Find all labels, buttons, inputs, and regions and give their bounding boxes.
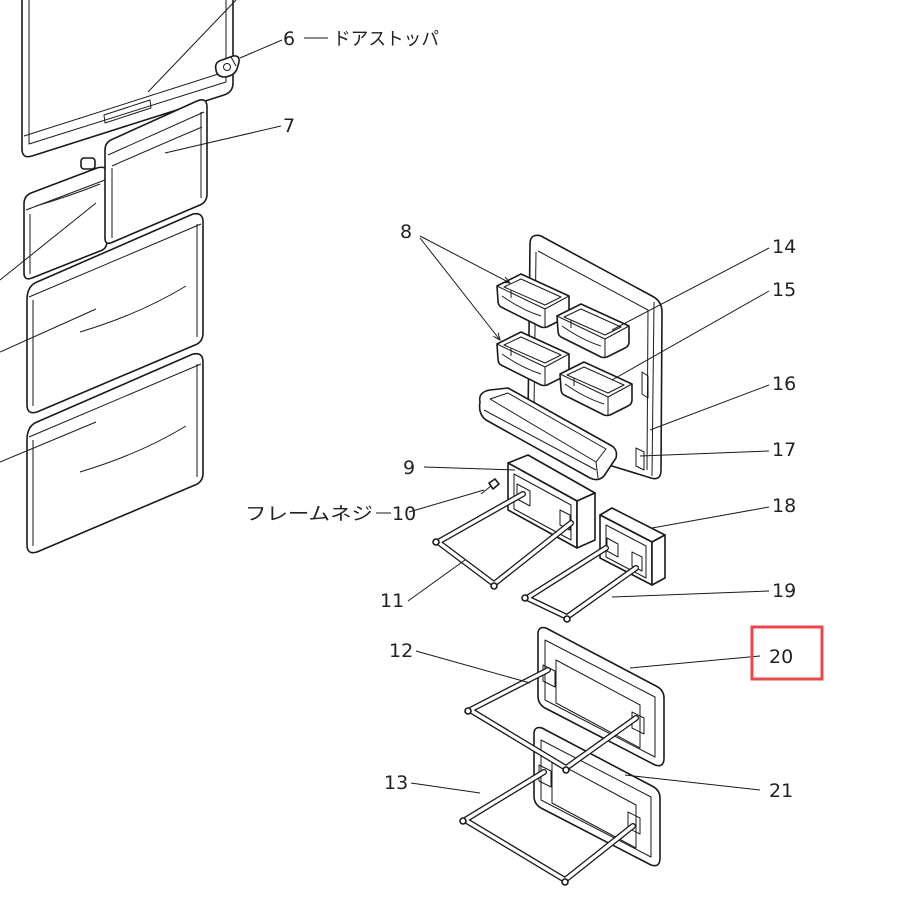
leader-lines <box>164 37 770 794</box>
leader-9 <box>423 466 516 471</box>
leader-12 <box>415 650 531 684</box>
part-12-rail-drawing <box>464 667 639 774</box>
callout-number-15: 15 <box>772 279 796 301</box>
part-7-drawing <box>104 99 208 245</box>
callout-labels: 6 ドアストッパ 7 8 9 フレームネジ 10 11 12 13 14 15 … <box>245 28 796 802</box>
leader-7 <box>164 125 282 154</box>
callout-number-6: 6 <box>283 28 295 50</box>
leader-8b <box>419 237 500 340</box>
part-20-drawing <box>537 626 665 767</box>
part-top-door-drawing <box>21 0 234 158</box>
callout-number-12: 12 <box>389 640 413 662</box>
leader-line-offscreen-left-3 <box>0 421 97 463</box>
part-drawer-lower-drawing <box>26 352 204 554</box>
callout-number-10: 10 <box>392 503 416 525</box>
callout-number-16: 16 <box>772 373 796 395</box>
part-11-rail-drawing <box>432 491 574 590</box>
part-bottle-pocket-drawing <box>478 387 618 481</box>
leader-line-offscreen-left-1 <box>0 202 97 281</box>
leader-19 <box>611 590 770 598</box>
callout-number-9: 9 <box>403 457 415 479</box>
leader-8a <box>419 235 510 283</box>
callout-number-8: 8 <box>400 221 412 243</box>
callout-number-20: 20 <box>769 646 793 668</box>
leader-18 <box>651 506 770 529</box>
part-13-rail-drawing <box>459 769 636 886</box>
leader-16 <box>649 384 770 431</box>
leader-15 <box>611 290 770 381</box>
callout-number-18: 18 <box>772 495 796 517</box>
callout-number-11: 11 <box>380 590 404 612</box>
leader-10 <box>408 489 485 513</box>
part-drawer-upper-drawing <box>26 212 204 414</box>
leader-line-offscreen-left-2 <box>0 308 97 353</box>
callout-name-door-stopper: ドアストッパ <box>333 29 439 50</box>
leader-20 <box>629 655 761 669</box>
leader-21 <box>624 774 761 791</box>
leader-14 <box>611 247 770 331</box>
callout-number-21: 21 <box>769 780 793 802</box>
callout-number-17: 17 <box>772 439 796 461</box>
callout-number-7: 7 <box>283 115 295 137</box>
callout-number-14: 14 <box>772 236 796 258</box>
callout-number-19: 19 <box>772 580 796 602</box>
leader-13 <box>410 782 481 794</box>
highlight-box-callout-20 <box>750 625 824 681</box>
part-10-screw-drawing <box>480 478 500 495</box>
leader-11 <box>407 559 466 602</box>
leader-6 <box>239 39 283 59</box>
part-19-rail-drawing <box>521 545 639 623</box>
callout-number-13: 13 <box>384 772 408 794</box>
callout-name-frame-screw: フレームネジ <box>245 504 373 525</box>
leader-17 <box>639 450 770 457</box>
leader-line-offscreen-top <box>147 0 237 93</box>
door-stopper-icon <box>214 55 240 78</box>
part-9-drawing <box>507 454 596 549</box>
